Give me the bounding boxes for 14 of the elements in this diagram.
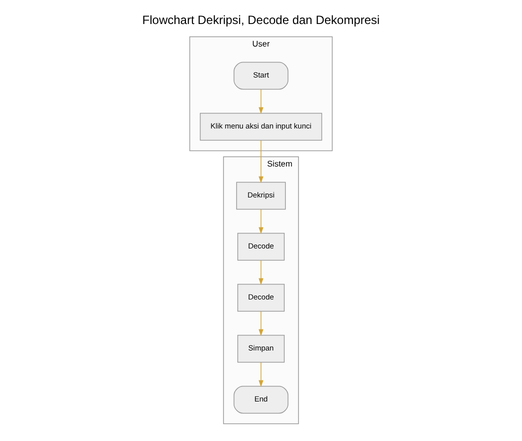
node-box: Decode <box>237 284 285 312</box>
arrow <box>258 260 264 286</box>
arrow <box>258 311 264 336</box>
arrow <box>258 140 264 184</box>
arrow <box>258 209 264 234</box>
arrow <box>258 89 264 114</box>
node-box: Start <box>234 62 288 90</box>
node-box: Simpan <box>237 334 285 363</box>
node-box: Dekripsi <box>236 182 286 210</box>
node-box: End <box>234 386 288 414</box>
node-box: Decode <box>237 232 285 261</box>
node-box: Klik menu aksi dan input kunci <box>200 112 322 141</box>
diagram-title: Flowchart Dekripsi, Decode dan Dekompresi <box>142 12 380 27</box>
arrow <box>258 362 264 388</box>
